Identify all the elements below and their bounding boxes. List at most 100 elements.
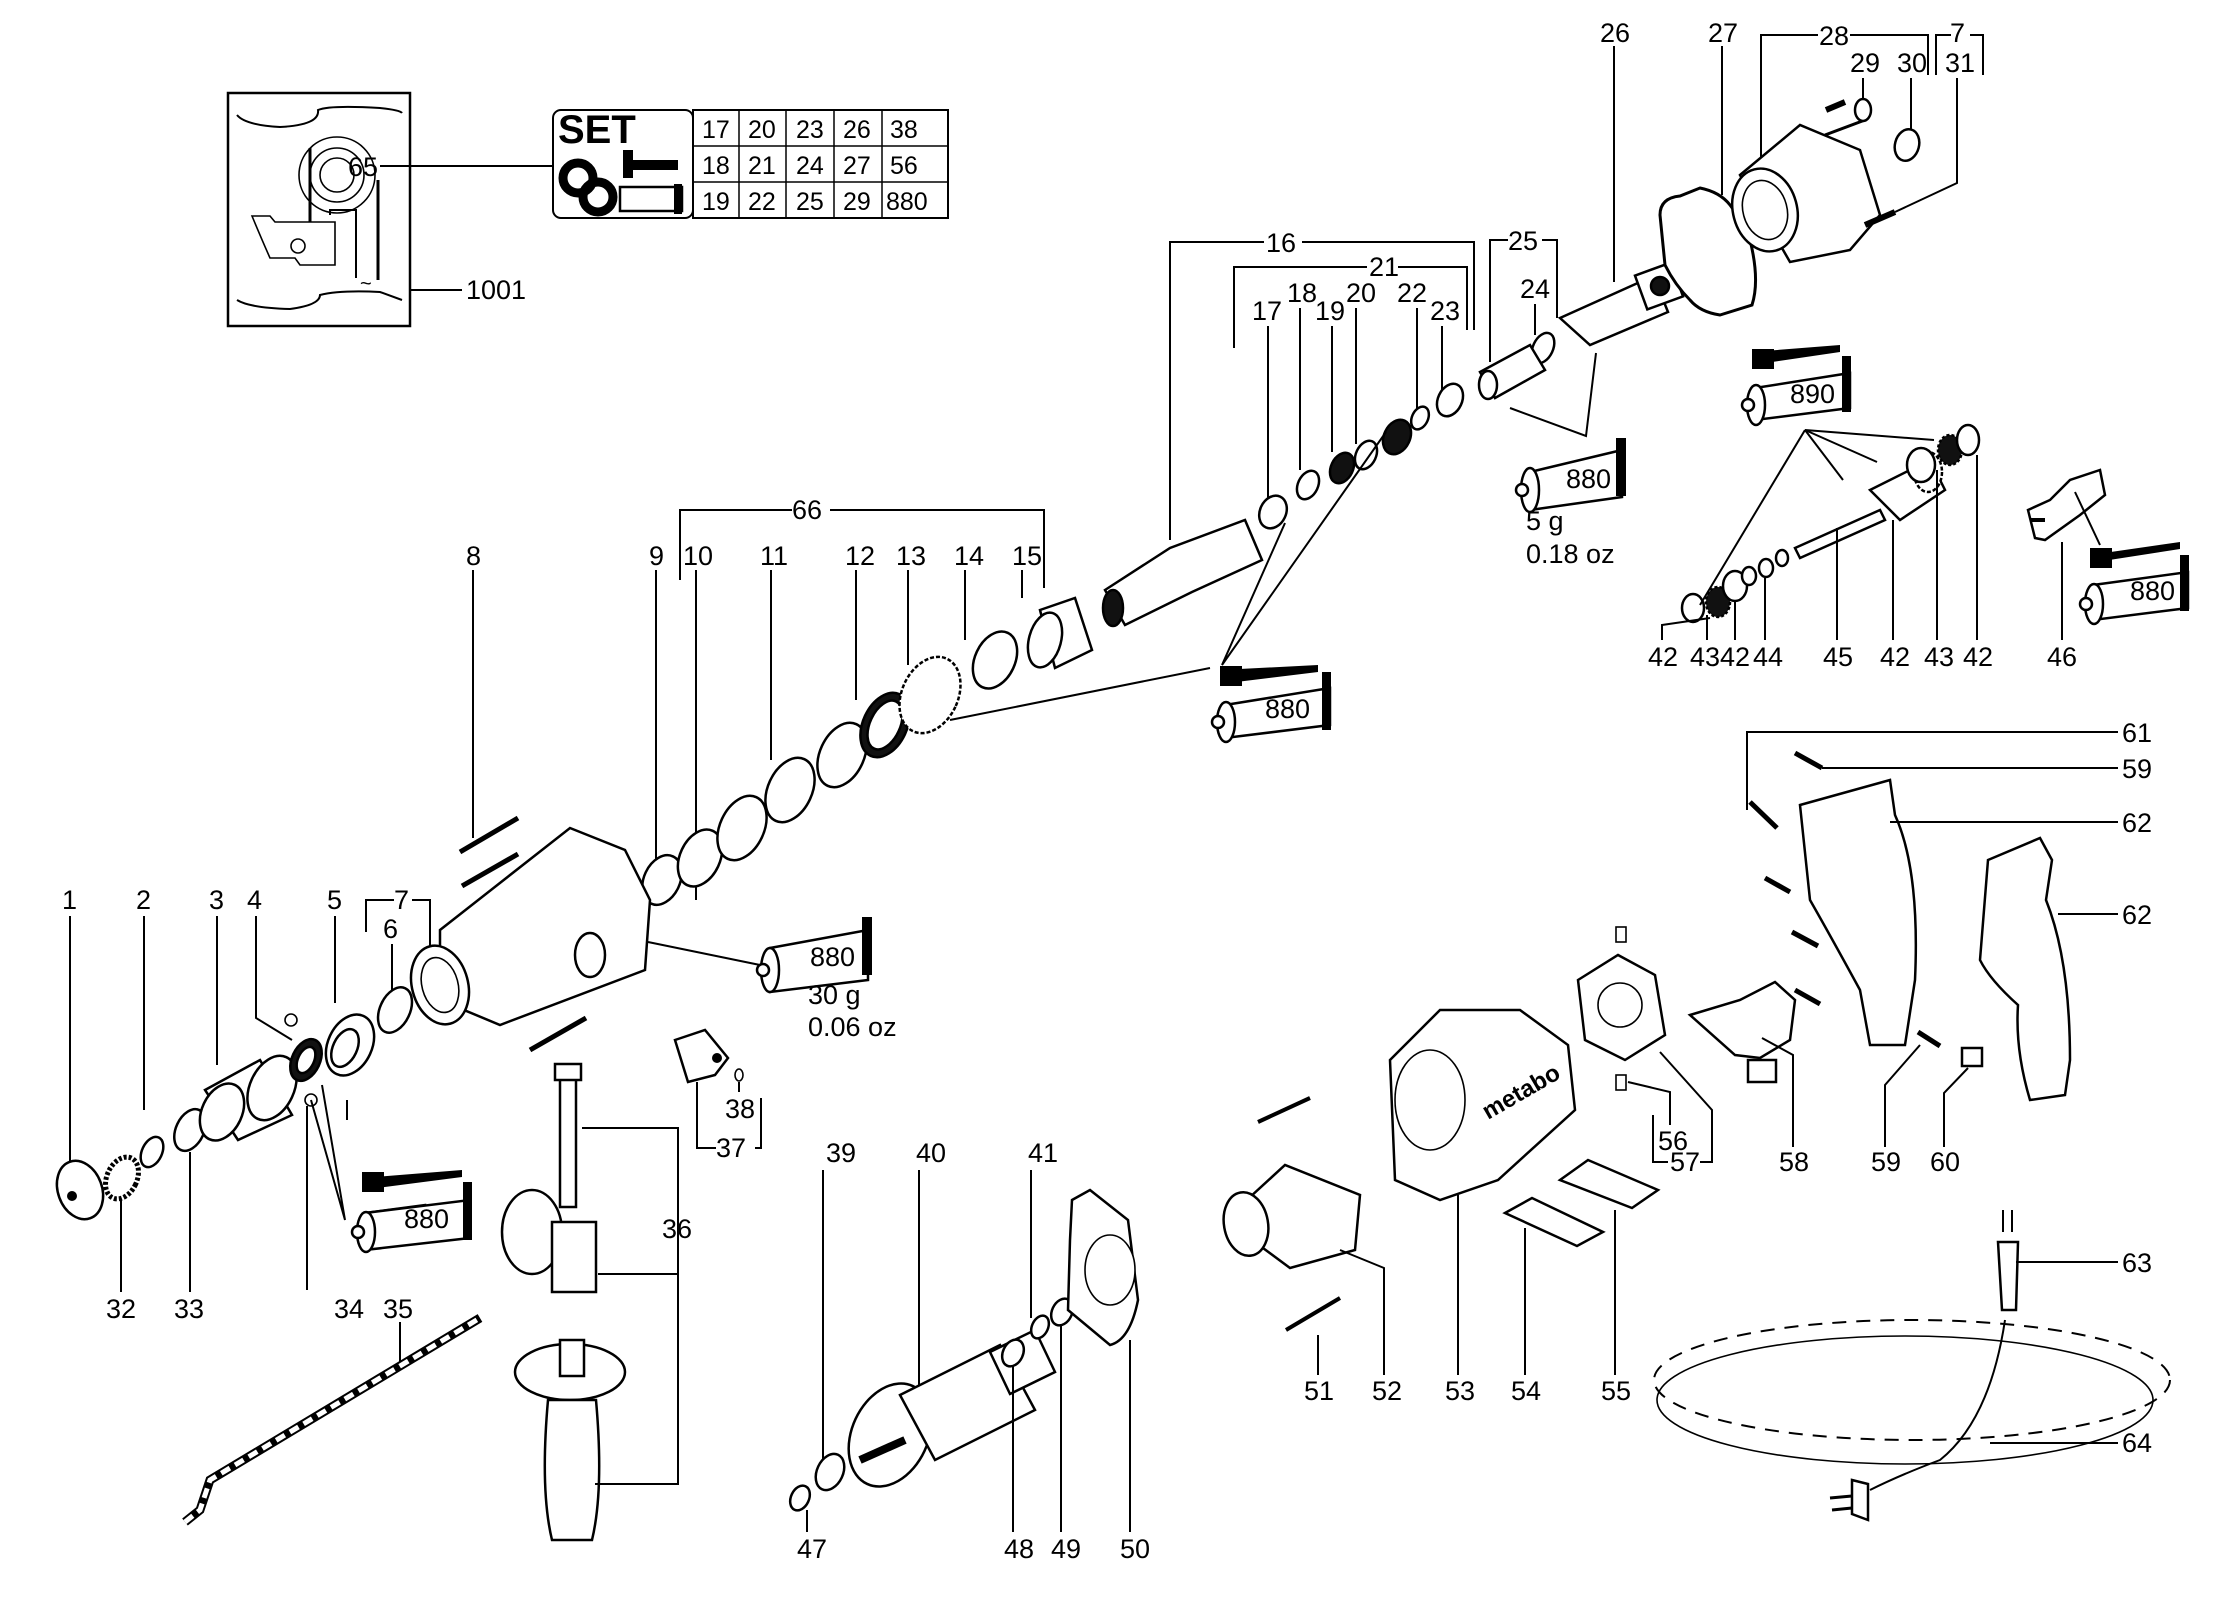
part-label-30: 30	[1897, 48, 1927, 78]
part-label-41: 41	[1028, 1138, 1058, 1168]
part-label-29: 29	[1850, 48, 1880, 78]
part-label-5: 5	[327, 885, 342, 915]
part-label-53: 53	[1445, 1376, 1475, 1406]
part-label-46: 46	[2047, 642, 2077, 672]
armature-assembly: 39 40 41 47 48 49 50	[788, 1138, 1150, 1564]
part-label-36: 36	[662, 1214, 692, 1244]
part-label-34: 34	[334, 1294, 364, 1324]
part-label-14: 14	[954, 541, 984, 571]
part-label-19: 19	[1315, 296, 1345, 326]
handle-shells: 61 59 62 62 59 60	[1746, 718, 2152, 1177]
part-label-18: 18	[1287, 278, 1317, 308]
part-label-31: 31	[1945, 48, 1975, 78]
part-label-63: 63	[2122, 1248, 2152, 1278]
part-label-42-c: 42	[1880, 642, 1910, 672]
grease-code: 880	[1265, 694, 1310, 724]
grease-amount-g: 30 g	[808, 980, 861, 1010]
part-label-58: 58	[1779, 1147, 1809, 1177]
set-cell: 23	[796, 116, 824, 144]
part-label-4: 4	[247, 885, 262, 915]
gear-housing: 8	[409, 541, 761, 1053]
grease-code: 880	[404, 1204, 449, 1234]
set-kit-table: 65 SET 17 20 23 26 38 18	[348, 108, 949, 219]
top-assembly-labels: 16 21 17 18 19 20 22 23 25 24 26 27 28 2…	[1169, 18, 1984, 540]
part-label-20: 20	[1346, 278, 1376, 308]
part-label-59-top: 59	[2122, 754, 2152, 784]
part-label-21: 21	[1369, 252, 1399, 282]
part-label-25: 25	[1508, 226, 1538, 256]
part-label-44: 44	[1753, 642, 1783, 672]
part-label-57: 57	[1670, 1147, 1700, 1177]
grease-tube-brush-center: 880	[1210, 665, 1332, 744]
part-label-42-b: 42	[1720, 642, 1750, 672]
power-cable: 63 64	[1653, 1210, 2171, 1522]
grease-tube-brush-left: 880	[350, 1170, 472, 1254]
part-label-60: 60	[1930, 1147, 1960, 1177]
set-grid: 17 20 23 26 38 18 21 24 27 56 19 22 25 2…	[693, 110, 948, 218]
part-label-22: 22	[1397, 278, 1427, 308]
part-label-16: 16	[1266, 228, 1296, 258]
grease-tube-brush-right: 880	[2078, 542, 2190, 626]
wiring-inset: ~ 1001	[226, 91, 526, 328]
set-cell: 22	[748, 188, 776, 216]
part-label-1001: 1001	[466, 275, 526, 305]
gear-rings	[641, 596, 1211, 907]
part-label-56: 56	[1658, 1126, 1688, 1156]
part-label-54: 54	[1511, 1376, 1541, 1406]
part-label-43-b: 43	[1924, 642, 1954, 672]
part-label-3: 3	[209, 885, 224, 915]
part-label-59-bottom: 59	[1871, 1147, 1901, 1177]
set-cell: 19	[702, 188, 730, 216]
grease-code: 880	[2130, 576, 2175, 606]
part-label-39: 39	[826, 1138, 856, 1168]
auxiliary-handle: 35 36	[182, 1062, 692, 1542]
part-label-62-top: 62	[2122, 808, 2152, 838]
gear-assembly-labels: 66 9 10 11 12 13 14 15	[649, 495, 1045, 900]
part-label-11: 11	[760, 541, 788, 571]
screw-icon	[623, 150, 678, 178]
set-cell: 17	[702, 116, 730, 144]
chuck-parts: 1 2 3 4 5 7 6	[55, 885, 431, 1324]
part-label-33: 33	[174, 1294, 204, 1324]
part-label-26: 26	[1600, 18, 1630, 48]
set-cell: 26	[843, 116, 871, 144]
set-cell: 24	[796, 152, 824, 180]
part-label-43-a: 43	[1690, 642, 1720, 672]
part-label-45: 45	[1823, 642, 1853, 672]
set-cell: 25	[796, 188, 824, 216]
grease-amount-oz: 0.18 oz	[1526, 539, 1615, 569]
part-label-2: 2	[136, 885, 151, 915]
set-cell: 27	[843, 152, 871, 180]
part-label-48: 48	[1004, 1534, 1034, 1564]
selector-knob: 38 37	[673, 1028, 762, 1163]
grease-amount-g: 5 g	[1526, 506, 1564, 536]
o-ring-icon	[558, 158, 618, 217]
part-label-49: 49	[1051, 1534, 1081, 1564]
part-label-35: 35	[383, 1294, 413, 1324]
spindle-assembly: 42 43 42 44 45 42 43 42 46	[1648, 423, 2107, 672]
part-label-8: 8	[466, 541, 481, 571]
part-label-9: 9	[649, 541, 664, 571]
part-label-10: 10	[683, 541, 713, 571]
part-label-40: 40	[916, 1138, 946, 1168]
set-cell: 56	[890, 152, 918, 180]
part-label-6: 6	[383, 914, 398, 944]
set-cell: 29	[843, 188, 871, 216]
part-label-13: 13	[896, 541, 926, 571]
part-label-32: 32	[106, 1294, 136, 1324]
part-label-51: 51	[1304, 1376, 1334, 1406]
part-label-7-top: 7	[1950, 18, 1965, 48]
grease-code: 880	[810, 942, 855, 972]
part-label-17: 17	[1252, 296, 1282, 326]
grease-tube-icon	[618, 184, 684, 214]
grease-tube-30g: 880 30 g 0.06 oz	[755, 917, 897, 1042]
ac-symbol: ~	[360, 273, 372, 295]
part-label-15: 15	[1012, 541, 1042, 571]
part-label-28: 28	[1819, 21, 1849, 51]
grease-code: 890	[1790, 379, 1835, 409]
part-label-47: 47	[797, 1534, 827, 1564]
motor-housing: 52 51 metabo 53 54 55 56 57 58	[1222, 926, 1809, 1406]
set-cell: 20	[748, 116, 776, 144]
part-label-66: 66	[792, 495, 822, 525]
